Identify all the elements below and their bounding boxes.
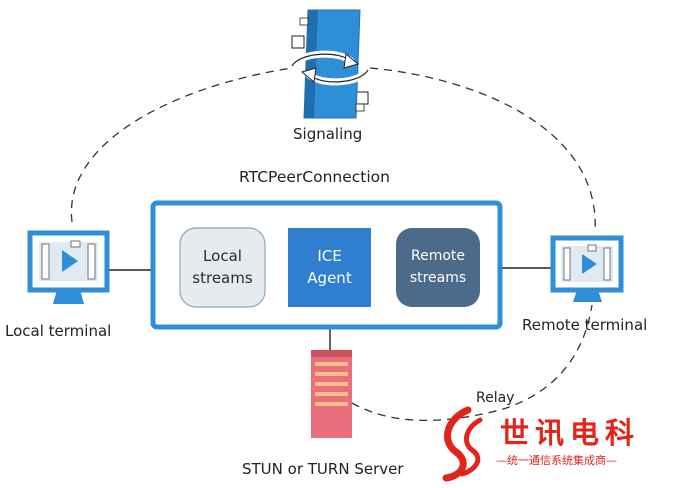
remote-streams-label: Remote streams xyxy=(396,245,480,289)
server-icon xyxy=(311,350,352,438)
local-terminal-label: Local terminal xyxy=(5,322,112,340)
remote-streams-line1: Remote xyxy=(410,248,466,264)
relay-label: Relay xyxy=(476,390,515,406)
signaling-link-left xyxy=(70,67,293,223)
play-icon xyxy=(582,254,597,274)
local-streams-line2: streams xyxy=(192,269,253,287)
local-streams-line1: Local xyxy=(203,247,242,265)
watermark-name: 世讯电科 xyxy=(500,416,641,450)
monitor-icon xyxy=(550,235,624,302)
ice-agent-line2: Agent xyxy=(307,269,352,287)
server-label: STUN or TURN Server xyxy=(242,460,404,478)
play-icon xyxy=(62,250,78,272)
relay-link xyxy=(351,304,593,422)
remote-terminal-label: Remote terminal xyxy=(522,316,648,334)
signaling-link-right xyxy=(369,67,596,231)
signaling-server-icon xyxy=(288,9,372,119)
remote-streams-line2: streams xyxy=(409,270,467,286)
ice-agent-line1: ICE xyxy=(317,247,342,265)
peer-connection-title: RTCPeerConnection xyxy=(239,168,390,186)
ice-agent-box xyxy=(288,228,371,307)
local-streams-box xyxy=(179,227,266,308)
monitor-icon xyxy=(27,230,110,304)
ice-agent-label: ICE Agent xyxy=(288,245,371,289)
logo-icon xyxy=(442,406,483,482)
watermark-tagline: —统一通信系统集成商— xyxy=(496,454,617,467)
remote-streams-box xyxy=(396,228,480,307)
signaling-label: Signaling xyxy=(293,125,363,143)
local-streams-label: Local streams xyxy=(180,245,265,289)
